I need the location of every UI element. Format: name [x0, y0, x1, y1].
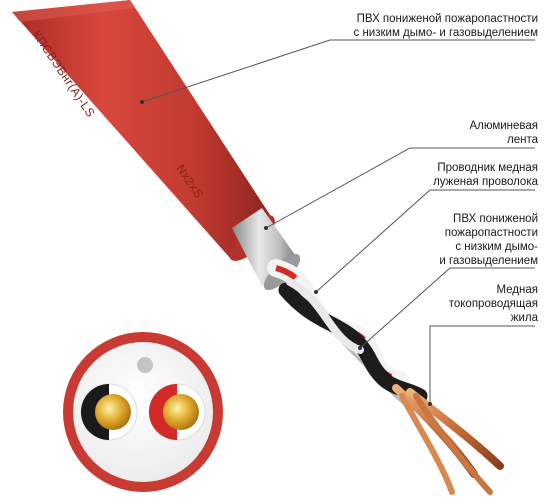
label-line: жила — [510, 312, 538, 324]
label-line: с низким дымо- — [455, 241, 538, 253]
label-copper-core: Медная токопроводящая жила — [449, 283, 538, 325]
label-line: Проводник медная — [437, 162, 538, 174]
label-line: Алюминевая — [469, 120, 538, 132]
label-line: пожаропастности — [444, 227, 538, 239]
twisted-pair — [267, 259, 428, 404]
label-outer-sheath: ПВХ пониженой пожаропастности с низким д… — [354, 12, 539, 40]
label-line: и газовыделением — [439, 255, 538, 267]
label-drain-wire: Проводник медная луженая проволока — [433, 161, 538, 189]
label-line: Медная — [496, 284, 538, 296]
label-aluminium-tape: Алюминевая лента — [469, 119, 538, 147]
label-line: ПВХ пониженой пожаропастности — [356, 13, 538, 25]
label-line: луженая проволока — [433, 176, 538, 188]
callout-dots — [140, 100, 432, 406]
label-line: лента — [507, 134, 538, 146]
copper-conductors — [392, 384, 504, 495]
cross-section — [63, 332, 223, 492]
label-line: ПВХ пониженой — [453, 213, 538, 225]
label-line: с низким дымо- и газовыделением — [353, 27, 539, 39]
callout-lines — [141, 39, 535, 404]
label-core-insulation: ПВХ пониженой пожаропастности с низким д… — [439, 212, 538, 268]
label-line: токопроводящая — [448, 298, 538, 310]
